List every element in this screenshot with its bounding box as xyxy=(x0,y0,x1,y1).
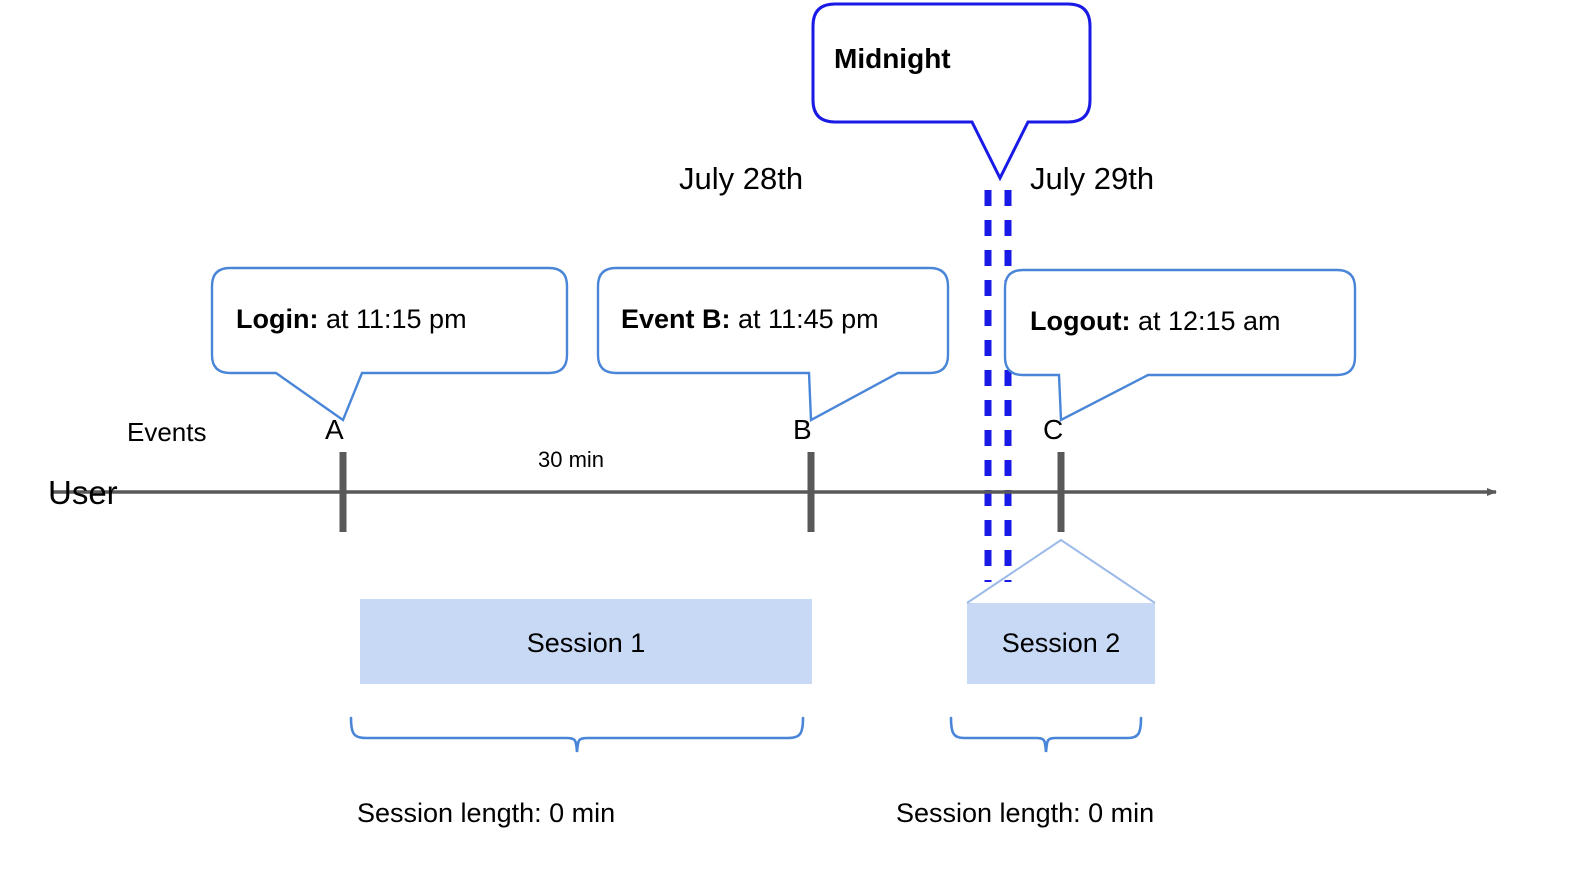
logout-callout-lead: Logout: xyxy=(1030,306,1131,336)
date-label-left: July 28th xyxy=(679,161,804,196)
eventb-callout-detail: at 11:45 pm xyxy=(730,304,879,334)
logout-callout-shape xyxy=(1003,268,1357,422)
marker-label-b: B xyxy=(793,414,812,445)
session-1-length-label: Session length: 0 min xyxy=(357,798,616,828)
marker-label-c: C xyxy=(1043,414,1064,445)
session-2-label: Session 2 xyxy=(1001,628,1121,658)
login-callout-shape xyxy=(210,266,569,422)
login-callout-text: Login: at 11:15 pm xyxy=(236,306,467,333)
session-1-label: Session 1 xyxy=(526,628,646,658)
session-1-brace xyxy=(349,716,805,753)
session-2-brace xyxy=(949,716,1143,753)
user-row-label: User xyxy=(48,474,118,511)
marker-label-a: A xyxy=(325,414,344,445)
session-2-shape xyxy=(966,538,1156,684)
logout-callout-detail: at 12:15 am xyxy=(1130,306,1281,336)
session-2-roof xyxy=(966,538,1156,604)
login-callout-lead: Login: xyxy=(236,304,319,334)
login-callout-detail: at 11:15 pm xyxy=(318,304,467,334)
midnight-callout-label: Midnight xyxy=(834,43,951,74)
midnight-dashed-lines xyxy=(984,190,1012,582)
session-2-length-label: Session length: 0 min xyxy=(896,798,1155,828)
events-row-label: Events xyxy=(127,417,207,447)
eventb-callout-text: Event B: at 11:45 pm xyxy=(621,306,879,333)
session-1-shape xyxy=(360,599,812,684)
logout-callout-text: Logout: at 12:15 am xyxy=(1030,308,1281,335)
eventb-callout-lead: Event B: xyxy=(621,304,731,334)
gap-duration-label: 30 min xyxy=(538,447,605,472)
event-tick-marks xyxy=(339,452,1065,532)
midnight-callout-shape xyxy=(811,2,1092,182)
eventb-callout-shape xyxy=(596,266,950,422)
date-label-right: July 29th xyxy=(1030,161,1155,196)
